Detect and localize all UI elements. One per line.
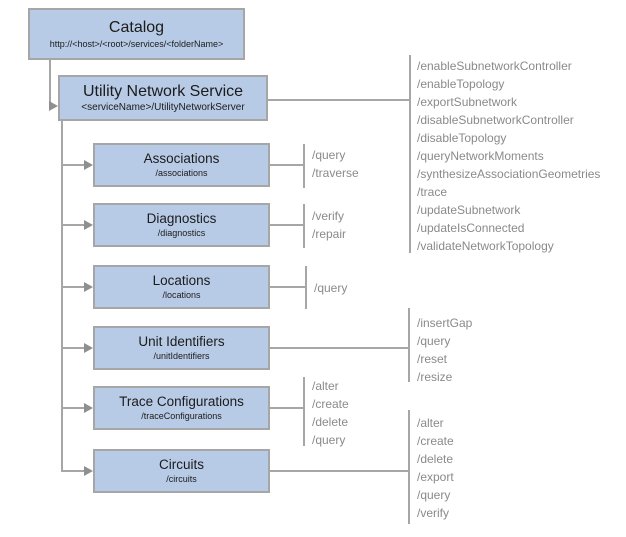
operation-label: /verify [312, 209, 345, 223]
connector-line [270, 470, 408, 472]
arrowhead-icon [84, 466, 93, 476]
operation-label: /query [312, 148, 346, 162]
operation-label: /insertGap [417, 316, 473, 330]
catalog-title: Catalog [108, 19, 165, 37]
operation-label: /delete [417, 452, 454, 466]
operation-label: /updateSubnetwork [417, 203, 521, 217]
arrowhead-icon [84, 343, 93, 353]
connector-line [270, 347, 408, 349]
arrowhead-icon [84, 403, 93, 413]
operations-bracket-line [303, 377, 305, 446]
service-title: Utility Network Service [82, 82, 244, 100]
resource-subtitle: /associations [155, 168, 208, 179]
connector-line [270, 224, 303, 226]
resource-title: Circuits [158, 456, 204, 472]
operation-label: /create [312, 397, 349, 411]
operation-label: /queryNetworkMoments [417, 149, 544, 163]
connector-line [62, 164, 85, 166]
operation-label: /verify [417, 506, 450, 520]
operation-label: /query [314, 281, 348, 295]
service-subtitle: <serviceName>/UtilityNetworkServer [81, 102, 245, 114]
associations-operations-list: /query /traverse [312, 146, 359, 182]
operations-bracket-line [305, 266, 307, 309]
operation-label: /trace [417, 185, 448, 199]
resource-title: Locations [152, 272, 211, 288]
operations-bracket-line [303, 144, 305, 188]
diagnostics-operations-list: /verify /repair [312, 207, 346, 243]
operation-label: /delete [312, 415, 349, 429]
operation-label: /export [417, 470, 454, 484]
operation-label: /synthesizeAssociationGeometries [417, 167, 601, 181]
locations-operations-list: /query [314, 279, 347, 297]
service-operations-list: /enableSubnetworkController /enableTopol… [417, 57, 600, 255]
operation-label: /alter [417, 416, 444, 430]
resource-title: Associations [143, 150, 220, 166]
catalog-subtitle: http://<host>/<root>/services/<folderNam… [49, 38, 224, 49]
operations-bracket-line [408, 410, 410, 524]
operation-label: /query [417, 334, 451, 348]
operation-label: /validateNetworkTopology [417, 239, 554, 253]
operation-label: /resize [417, 370, 453, 384]
resource-node-diagnostics: Diagnostics /diagnostics [93, 203, 270, 247]
connector-line [62, 470, 85, 472]
catalog-node: Catalog http://<host>/<root>/services/<f… [28, 8, 245, 60]
resource-title: Trace Configurations [119, 393, 244, 409]
resource-node-associations: Associations /associations [93, 143, 270, 187]
connector-line [62, 224, 85, 226]
resource-title: Diagnostics [146, 210, 217, 226]
resource-subtitle: /traceConfigurations [141, 411, 222, 422]
operations-bracket-line [303, 204, 305, 248]
unit-identifiers-operations-list: /insertGap /query /reset /resize [417, 314, 472, 386]
operation-label: /create [417, 434, 454, 448]
resource-subtitle: /circuits [166, 474, 197, 485]
connector-trunk-line [61, 121, 63, 472]
connector-line [49, 60, 51, 107]
resource-subtitle: /unitIdentifiers [153, 351, 210, 362]
operation-label: /reset [417, 352, 448, 366]
resource-node-circuits: Circuits /circuits [93, 449, 270, 493]
operation-label: /exportSubnetwork [417, 95, 518, 109]
operation-label: /updateIsConnected [417, 221, 525, 235]
connector-line [268, 99, 409, 101]
utility-network-service-node: Utility Network Service <serviceName>/Ut… [58, 75, 268, 121]
operation-label: /enableSubnetworkController [417, 59, 572, 73]
arrowhead-icon [84, 160, 93, 170]
operation-label: /alter [312, 379, 339, 393]
operation-label: /query [312, 433, 346, 447]
resource-node-unit-identifiers: Unit Identifiers /unitIdentifiers [93, 326, 270, 370]
operation-label: /query [417, 488, 451, 502]
connector-line [270, 407, 303, 409]
operation-label: /repair [312, 227, 347, 241]
operations-bracket-line [408, 308, 410, 382]
resource-node-locations: Locations /locations [93, 265, 270, 309]
connector-line [270, 164, 303, 166]
connector-line [62, 407, 85, 409]
resource-subtitle: /locations [162, 290, 201, 301]
resource-title: Unit Identifiers [138, 333, 225, 349]
resource-subtitle: /diagnostics [157, 228, 206, 239]
connector-line [270, 286, 305, 288]
resource-node-trace-configurations: Trace Configurations /traceConfiguration… [93, 386, 270, 430]
arrowhead-icon [84, 282, 93, 292]
operation-label: /traverse [312, 166, 359, 180]
arrowhead-icon [84, 220, 93, 230]
operation-label: /disableSubnetworkController [417, 113, 574, 127]
connector-line [62, 347, 85, 349]
arrowhead-icon [49, 101, 58, 111]
circuits-operations-list: /alter /create /delete /export /query /v… [417, 414, 454, 522]
operation-label: /disableTopology [417, 131, 507, 145]
connector-line [62, 286, 85, 288]
operations-bracket-line [409, 55, 411, 253]
trace-configurations-operations-list: /alter /create /delete /query [312, 377, 349, 449]
operation-label: /enableTopology [417, 77, 505, 91]
